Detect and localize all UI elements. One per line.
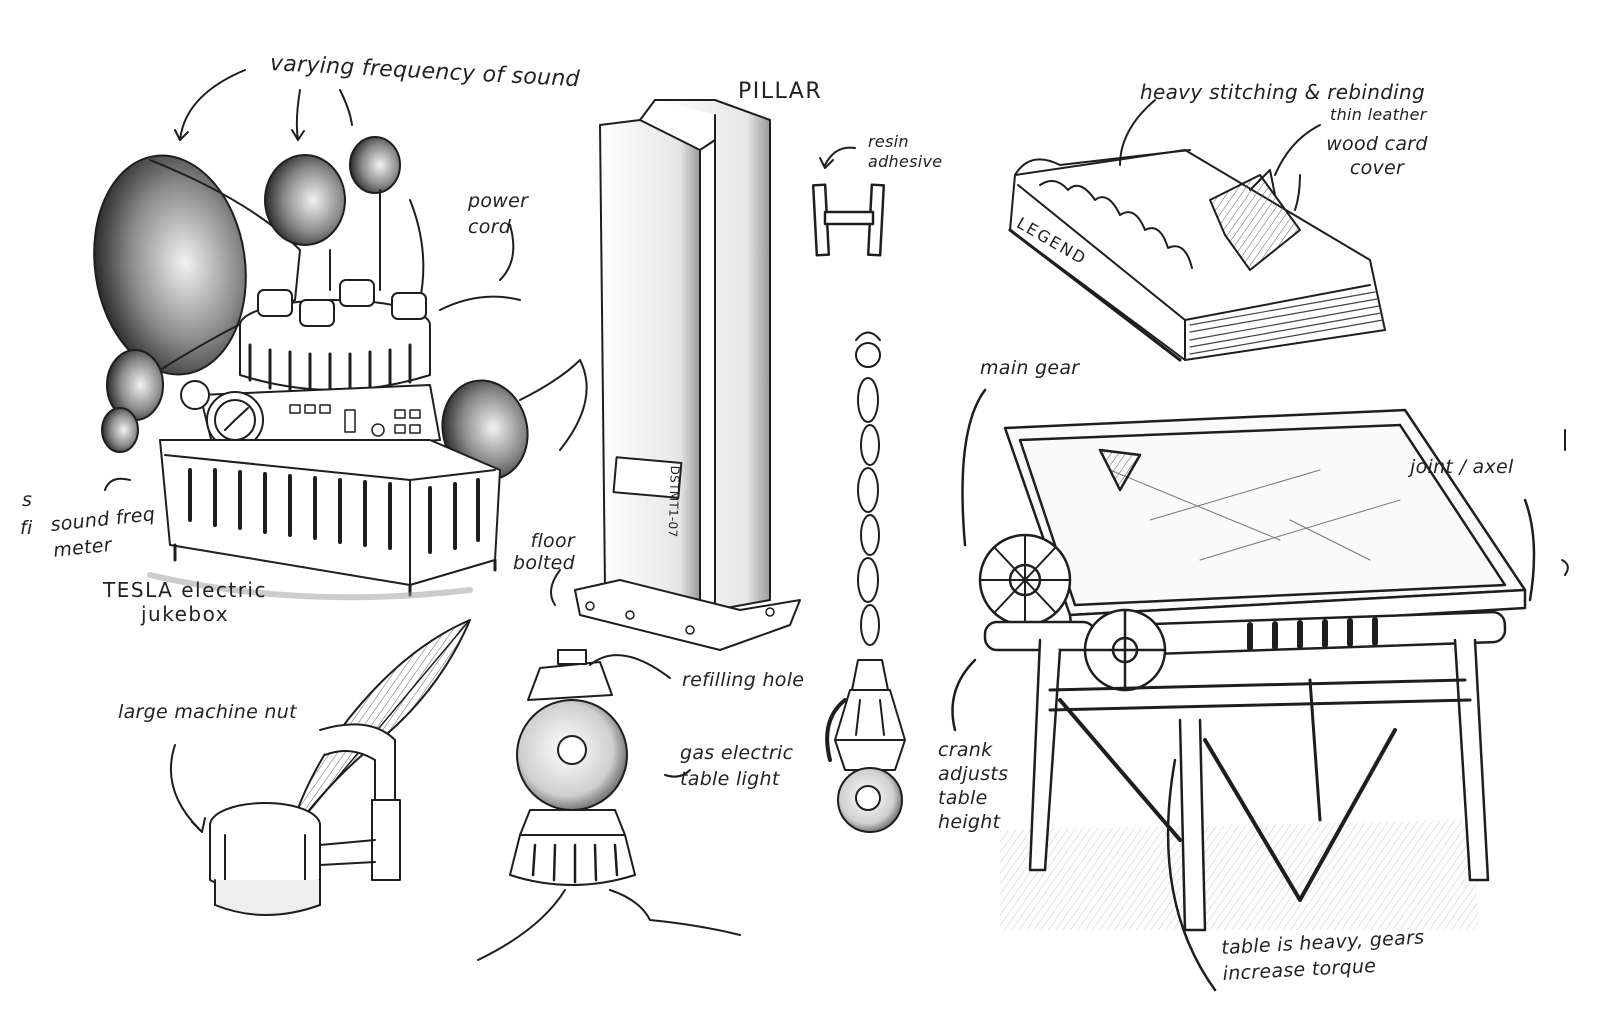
small-horn bbox=[349, 136, 401, 194]
jukebox-sketch bbox=[93, 69, 588, 601]
label-main-gear: main gear bbox=[980, 357, 1080, 379]
margin-marks bbox=[1561, 429, 1569, 576]
label-crank-adjusts: crank adjusts table height bbox=[938, 739, 1009, 833]
pillar-profile-icon bbox=[811, 183, 886, 257]
mid-horn bbox=[264, 154, 346, 246]
big-horn bbox=[93, 154, 247, 376]
label-pillar-plate: DSTMT1-07 bbox=[665, 465, 683, 538]
label-resin-adhesive: resin adhesive bbox=[868, 132, 943, 171]
label-large-machine-nut: large machine nut bbox=[118, 701, 297, 723]
gas-light-sketch bbox=[477, 649, 741, 961]
label-heavy-stitching: heavy stitching & rebinding bbox=[1140, 80, 1426, 104]
pillar-face bbox=[599, 119, 701, 621]
label-floor-bolted: floor bolted bbox=[513, 530, 575, 574]
table-top bbox=[1003, 408, 1527, 617]
inkpot-quill-sketch bbox=[169, 619, 471, 916]
pillar-sketch bbox=[550, 99, 886, 651]
drafting-table-sketch bbox=[951, 388, 1536, 992]
label-pillar: PILLAR bbox=[738, 79, 823, 104]
chain-lamp-sketch bbox=[825, 331, 906, 833]
label-wood-card-cover: wood card cover bbox=[1326, 133, 1428, 179]
label-joint-axel: joint / axel bbox=[1410, 456, 1514, 478]
label-power-cord: power cord bbox=[468, 190, 529, 238]
label-refilling-hole: refilling hole bbox=[682, 669, 805, 691]
label-thin-leather: thin leather bbox=[1330, 105, 1427, 124]
label-margin-fi: fi bbox=[20, 517, 33, 539]
label-margin-s: s bbox=[22, 489, 33, 511]
book-sketch bbox=[1008, 99, 1386, 362]
label-tesla-jukebox: TESLA electric jukebox bbox=[103, 578, 267, 626]
label-gas-electric-light: gas electric table light bbox=[680, 742, 794, 790]
